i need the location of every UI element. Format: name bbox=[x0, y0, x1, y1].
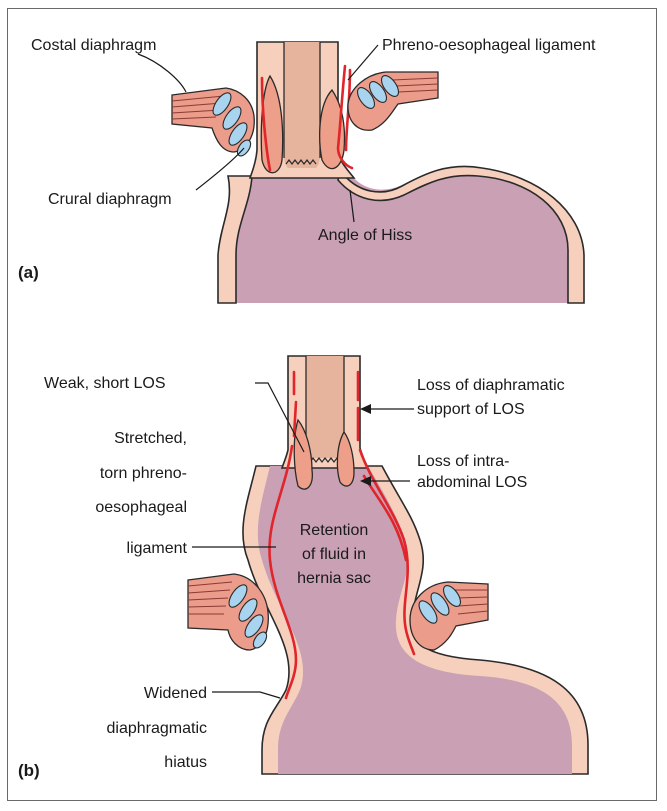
label-stretched-2: torn phreno- bbox=[100, 465, 187, 482]
label-widened-1: Widened bbox=[144, 685, 207, 702]
panel-label-a: (a) bbox=[18, 263, 39, 282]
label-widened-2: diaphragmatic bbox=[107, 720, 208, 737]
panel-a: Costal diaphragm Phreno-oesophageal liga… bbox=[18, 37, 596, 303]
label-stretched-1: Stretched, bbox=[114, 430, 187, 447]
label-retention-1: Retention bbox=[300, 522, 369, 539]
label-loss-support-2: support of LOS bbox=[417, 401, 525, 418]
oesophagus-lumen-b bbox=[306, 356, 344, 458]
label-weak-los: Weak, short LOS bbox=[44, 375, 166, 392]
label-widened-3: hiatus bbox=[164, 754, 207, 771]
leader-costal bbox=[138, 54, 186, 92]
label-costal-diaphragm: Costal diaphragm bbox=[31, 37, 156, 54]
label-loss-intra-2: abdominal LOS bbox=[417, 474, 527, 491]
label-crural-diaphragm: Crural diaphragm bbox=[48, 191, 172, 208]
panel-label-b: (b) bbox=[18, 761, 40, 780]
label-angle-of-hiss: Angle of Hiss bbox=[318, 227, 412, 244]
label-loss-support-1: Loss of diaphramatic bbox=[417, 377, 565, 394]
label-stretched-4: ligament bbox=[127, 540, 188, 557]
arrow-loss-support bbox=[360, 404, 371, 414]
leader-widened bbox=[212, 692, 280, 698]
label-loss-intra-1: Loss of intra- bbox=[417, 453, 509, 470]
label-retention-2: of fluid in bbox=[302, 546, 366, 563]
label-stretched-3: oesophageal bbox=[95, 499, 187, 516]
label-phreno-ligament: Phreno-oesophageal ligament bbox=[382, 37, 596, 54]
oesophagus-lumen-a bbox=[284, 42, 320, 168]
label-retention-3: hernia sac bbox=[297, 570, 371, 587]
panel-b: Weak, short LOS Stretched, torn phreno- … bbox=[18, 356, 588, 780]
